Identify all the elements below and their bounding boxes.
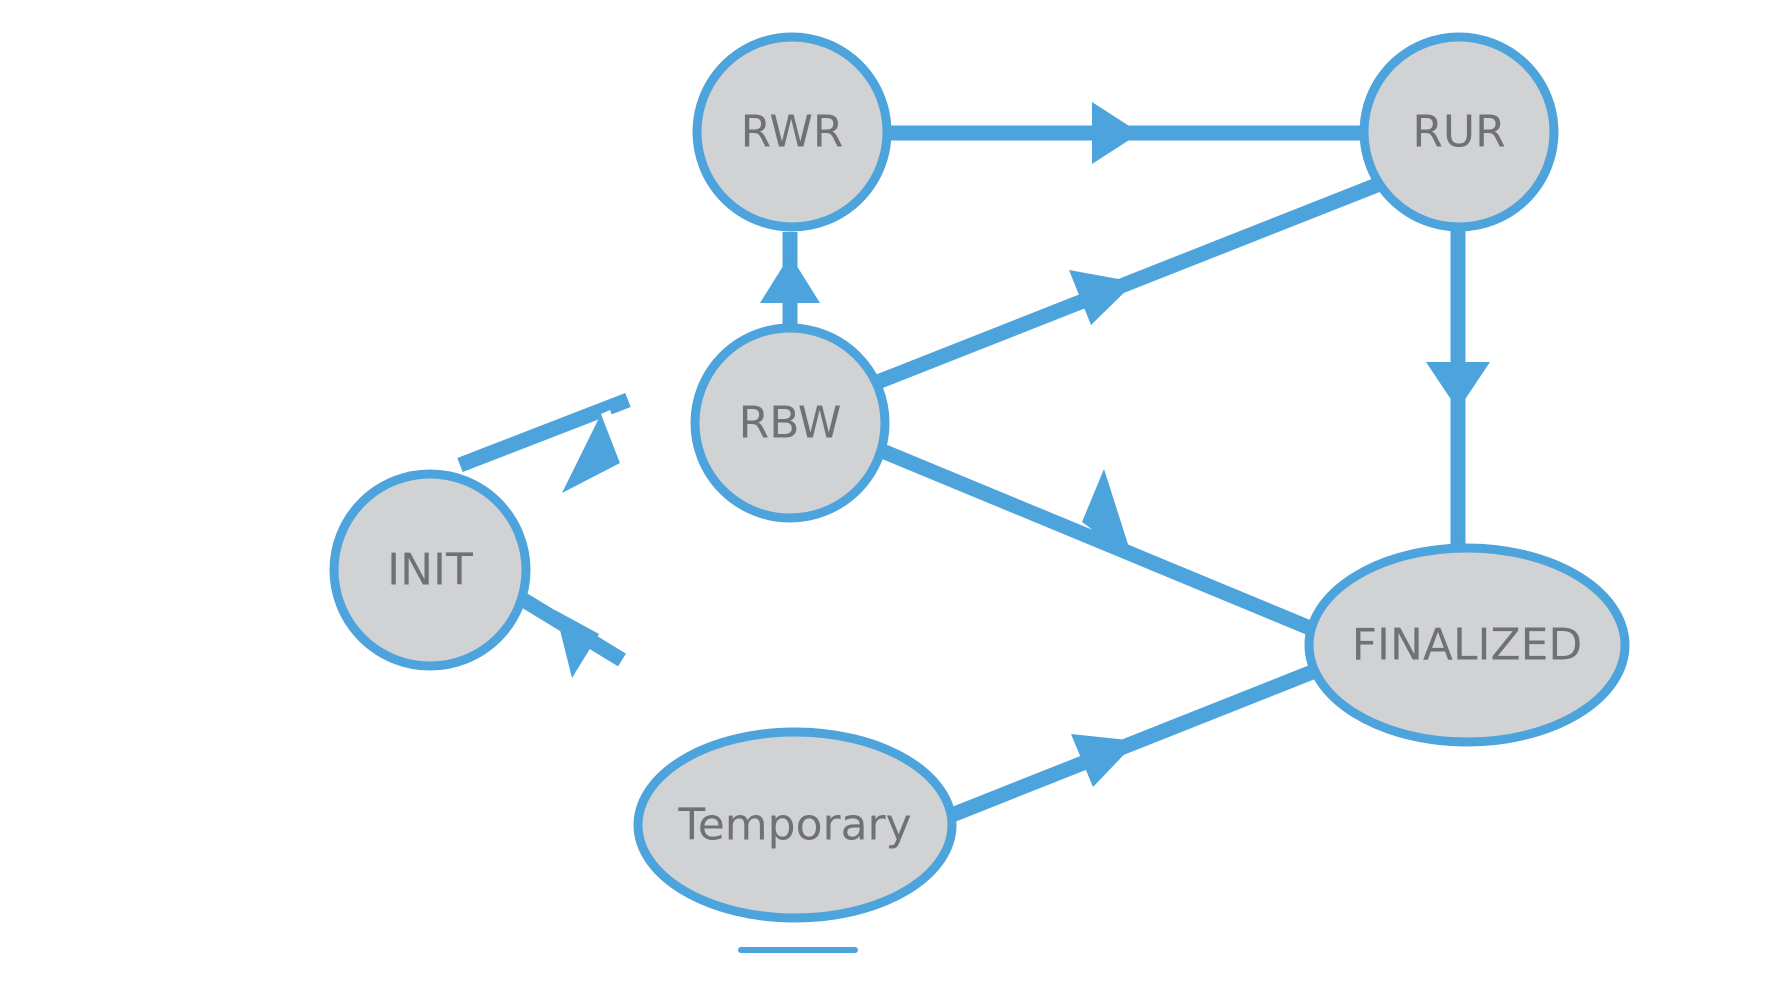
edge-rbw-to-rur	[867, 178, 1380, 392]
node-finalized-label: FINALIZED	[1352, 620, 1583, 671]
node-init-label: INIT	[387, 545, 473, 596]
node-rur: RUR	[1359, 32, 1559, 232]
arrowhead	[1069, 270, 1135, 325]
node-init: INIT	[329, 469, 531, 671]
node-rur-label: RUR	[1412, 107, 1505, 158]
arrowhead	[562, 414, 620, 493]
arrowhead	[555, 610, 599, 678]
arrowhead	[1071, 734, 1137, 787]
node-rwr-label: RWR	[741, 107, 844, 158]
edge-temporary-to-finalized	[949, 658, 1333, 822]
arrowhead	[1426, 362, 1490, 410]
arrowhead	[1082, 469, 1133, 560]
node-temporary-label: Temporary	[677, 800, 911, 851]
edge-rwr-to-rur	[885, 102, 1365, 164]
node-rbw: RBW	[690, 323, 890, 523]
node-finalized: FINALIZED	[1304, 543, 1630, 747]
edge-rbw-to-finalized	[877, 443, 1325, 640]
edge-rur-to-finalized	[1426, 225, 1490, 548]
node-rbw-label: RBW	[739, 398, 842, 449]
arrowhead	[760, 255, 820, 303]
decorative-underline	[738, 947, 858, 953]
arrowhead	[1092, 102, 1140, 164]
edge-init-to-rbw	[457, 393, 631, 493]
node-temporary: Temporary	[633, 727, 957, 923]
node-rwr: RWR	[692, 32, 892, 232]
edge-rbw-to-rwr	[760, 232, 820, 325]
